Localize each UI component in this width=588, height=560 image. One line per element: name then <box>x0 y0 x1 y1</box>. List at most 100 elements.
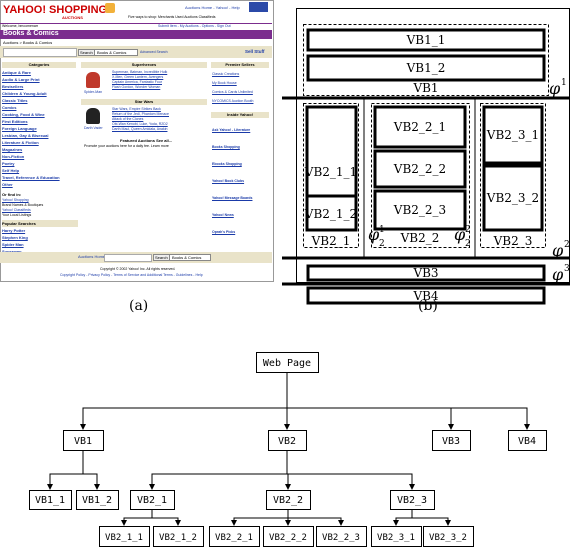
inside-yahoo-link[interactable]: Ask Yahoo! - Literature <box>212 128 251 132</box>
find-in-item: Brand Names & Boutiques <box>2 203 44 207</box>
category-item[interactable]: Bestsellers <box>2 84 24 89</box>
category-item[interactable]: Children & Young Adult <box>2 91 47 96</box>
vb2-3-2-block <box>482 164 544 232</box>
auctions-home-link[interactable]: Auctions Home <box>78 254 106 259</box>
phi3-sup: 3 <box>564 264 570 274</box>
category-item[interactable]: Self Help <box>2 168 20 173</box>
starwars-link[interactable]: Attack of the Clones <box>112 117 144 121</box>
category-item[interactable]: Lesbian, Gay & Bisexual <box>2 133 49 138</box>
category-item[interactable]: First Editions <box>2 119 28 124</box>
spiderman-caption[interactable]: Spider-Man <box>84 90 103 94</box>
phi2-2-sub: 2 <box>465 239 471 249</box>
node-vb2-2 <box>266 490 311 510</box>
category-item[interactable]: Literature & Fiction <box>2 140 39 145</box>
superhero-link[interactable]: Superman, Batman, Incredible Hulk <box>112 70 168 74</box>
categories-list: Antique & Rare Audio & Large Print Bests… <box>2 69 78 262</box>
node-vb4-label: VB4 <box>518 436 536 447</box>
inside-yahoo-link[interactable]: Yahoo! News <box>212 213 234 217</box>
category-item[interactable]: Travel, Reference & Education <box>2 175 60 180</box>
policy-links[interactable]: Copyright Policy - Privacy Policy - Term… <box>60 273 203 277</box>
inside-yahoo-header: Inside Yahoo! <box>211 112 269 118</box>
starwars-link[interactable]: Obi-Wan Kenobi, Luke, Yoda, R2D2 <box>112 122 168 126</box>
phi3-label: φ <box>552 265 564 284</box>
member-links[interactable]: Submit Item - My Auctions - Options - Si… <box>158 24 231 28</box>
categories-header: Categories <box>2 62 76 68</box>
vb2-2-1-block <box>373 105 467 149</box>
category-item[interactable]: Magazines <box>2 147 23 152</box>
search-input[interactable] <box>3 48 77 57</box>
starwars-link[interactable]: Return of the Jedi, Phantom Menace <box>112 112 170 116</box>
node-vb2-2-3 <box>316 526 367 547</box>
node-vb3 <box>432 430 471 451</box>
node-vb1-label: VB1 <box>74 436 92 447</box>
caption-a: (a) <box>129 298 149 314</box>
darth-vader-caption[interactable]: Darth Vader <box>84 126 103 130</box>
superhero-link[interactable]: Captain America, Fantastic Four <box>112 80 162 84</box>
vb4-block <box>306 286 546 305</box>
node-vb2-3-2 <box>423 526 474 547</box>
category-item[interactable]: Non-Fiction <box>2 154 25 159</box>
premier-seller-link[interactable]: NYCOMICS Auction Booth <box>212 99 254 103</box>
logo-subtitle: AUCTIONS <box>62 15 83 20</box>
advanced-search-link[interactable]: Advanced Search <box>140 50 168 54</box>
find-in-item[interactable]: Yahoo! Shopping <box>2 198 29 202</box>
inside-yahoo-link[interactable]: Oprah's Picks <box>212 230 236 234</box>
category-item[interactable]: Other <box>2 182 13 187</box>
breadcrumb[interactable]: Auctions > Books & Comics <box>3 40 53 45</box>
label-vb2-3-1: VB2_3_1 <box>486 128 539 142</box>
node-vb2-1-label: VB2_1 <box>137 495 167 506</box>
popular-item[interactable]: Spider Man <box>2 242 24 247</box>
featured-subtext: Promote your auctions here for a daily f… <box>84 144 169 148</box>
copyright-text: Copyright © 2002 Yahoo! Inc. All rights … <box>100 267 176 271</box>
shopping-bag-icon <box>105 3 115 13</box>
yahoo-logo: YAHOO! SHOPPING <box>3 4 108 16</box>
popular-item[interactable]: Superman <box>2 248 78 255</box>
premier-sellers-header: Premier Sellers <box>211 62 269 68</box>
category-item[interactable]: Poetry <box>2 161 15 166</box>
inside-yahoo-link[interactable]: Ebooks Shopping <box>212 162 242 166</box>
category-item[interactable]: Classic Titles <box>2 98 28 103</box>
popular-item[interactable]: Stephen King <box>2 235 28 240</box>
node-vb1-2 <box>76 490 119 510</box>
node-web-page-label: Web Page <box>263 358 311 369</box>
node-vb2 <box>268 430 307 451</box>
phi2-2-label: φ <box>454 225 466 244</box>
node-vb2-3-1-label: VB2_3_1 <box>377 533 415 543</box>
node-vb2-1 <box>130 490 175 510</box>
top-links[interactable]: Auctions Home - Yahoo! - Help <box>185 5 240 10</box>
premier-seller-link[interactable]: My Book House <box>212 81 237 85</box>
vb2-3-1-block <box>482 105 544 165</box>
top-links-2[interactable]: Five ways to shop: Merchants Used Auctio… <box>128 15 216 19</box>
inside-yahoo-link[interactable]: Books Shopping <box>212 145 240 149</box>
node-vb2-2-2 <box>263 526 314 547</box>
node-vb1 <box>63 430 104 451</box>
superhero-link[interactable]: X-Men, Green Lantern, Avengers <box>112 75 164 79</box>
category-item[interactable]: Cooking, Food & Wine <box>2 112 45 117</box>
category-item[interactable]: Foreign Language <box>2 126 37 131</box>
featured-auctions[interactable]: Featured Auctions See all... <box>120 138 173 143</box>
node-vb2-1-2 <box>153 526 204 547</box>
spiderman-image <box>86 72 100 88</box>
or-find-in-label: Or find in: <box>2 192 22 197</box>
label-vb2-1-1: VB2_1_1 <box>304 165 357 179</box>
sell-stuff-link[interactable]: Sell Stuff <box>245 49 265 54</box>
category-item[interactable]: Antique & Rare <box>2 70 31 75</box>
vb1-1-block <box>306 28 546 52</box>
bottom-scope-select[interactable]: Books & Comics <box>169 254 211 261</box>
bottom-search-input[interactable] <box>104 254 152 262</box>
starwars-link[interactable]: Star Wars, Empire Strikes Back <box>112 107 161 111</box>
node-vb2-label: VB2 <box>278 436 296 447</box>
find-in-item[interactable]: Yahoo! Classifieds <box>2 208 31 212</box>
superhero-link[interactable]: Flash Gordon, Wonder Woman <box>112 85 161 89</box>
category-item[interactable]: Audio & Large Print <box>2 77 40 82</box>
search-scope-select[interactable]: Books & Comics <box>94 49 138 56</box>
starwars-link[interactable]: Darth Maul, Queen Amidala, Anakin <box>112 127 168 131</box>
category-item[interactable]: Comics <box>2 105 17 110</box>
inside-yahoo-link[interactable]: Yahoo! Message Boards <box>212 196 253 200</box>
popular-item[interactable]: Harry Potter <box>2 228 26 233</box>
premier-seller-link[interactable]: Classic Creations <box>212 72 240 76</box>
premier-seller-link[interactable]: Comics & Cards Unlimited <box>212 90 253 94</box>
inside-yahoo-link[interactable]: Yahoo! Book Clubs <box>212 179 245 183</box>
vb3-block <box>306 264 546 282</box>
